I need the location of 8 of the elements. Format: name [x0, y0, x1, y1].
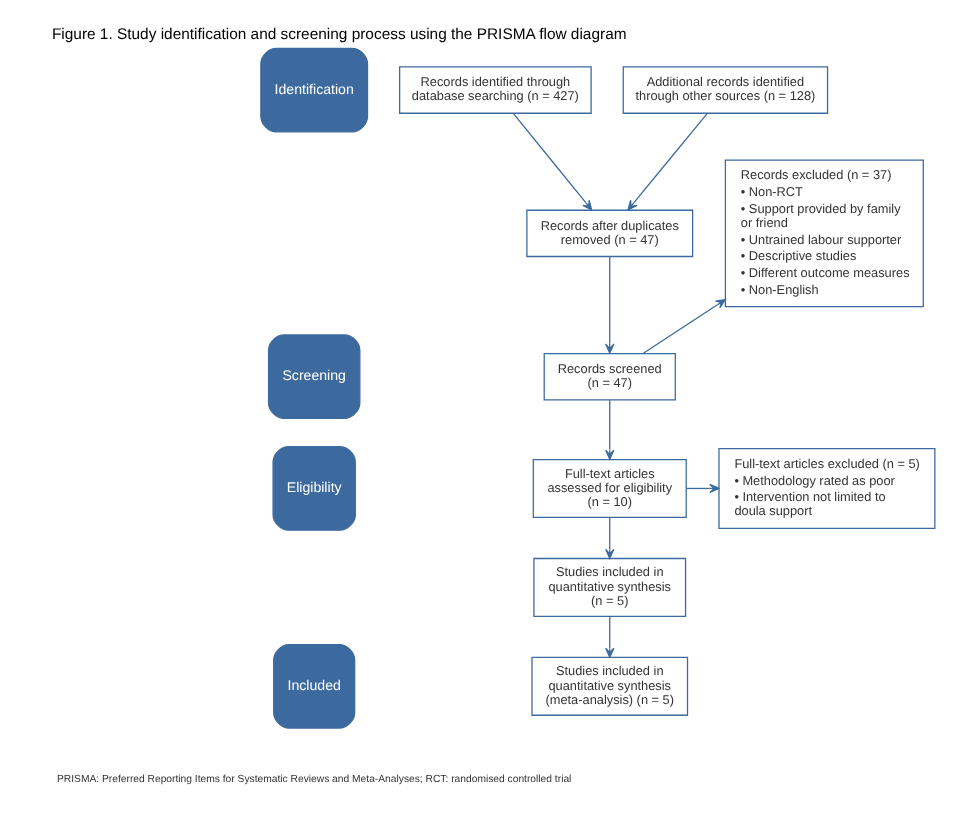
arrow — [685, 483, 720, 494]
arrow — [605, 399, 615, 460]
arrow — [512, 112, 593, 211]
arrow — [605, 615, 615, 658]
arrow — [605, 256, 615, 354]
arrow — [605, 516, 615, 559]
arrow — [642, 299, 726, 354]
arrow — [627, 112, 708, 211]
